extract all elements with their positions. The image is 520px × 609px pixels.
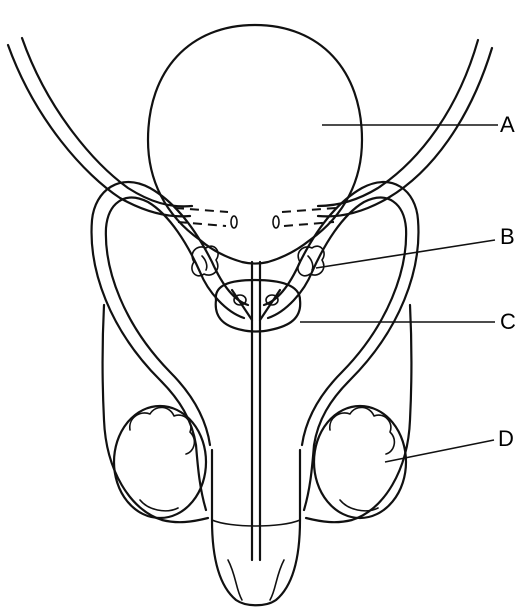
bladder xyxy=(148,25,362,264)
ureter-left xyxy=(8,38,192,216)
seminal-vesicle-right xyxy=(298,246,324,276)
vas-deferens-right xyxy=(264,182,418,510)
label-c: C xyxy=(500,311,516,333)
urethra xyxy=(232,262,280,560)
testis-left xyxy=(114,406,206,518)
penis xyxy=(212,450,300,605)
label-a: A xyxy=(500,114,515,136)
label-d: D xyxy=(498,428,514,450)
leader-line-d xyxy=(385,440,494,462)
label-b: B xyxy=(500,226,515,248)
testis-right xyxy=(314,406,406,518)
